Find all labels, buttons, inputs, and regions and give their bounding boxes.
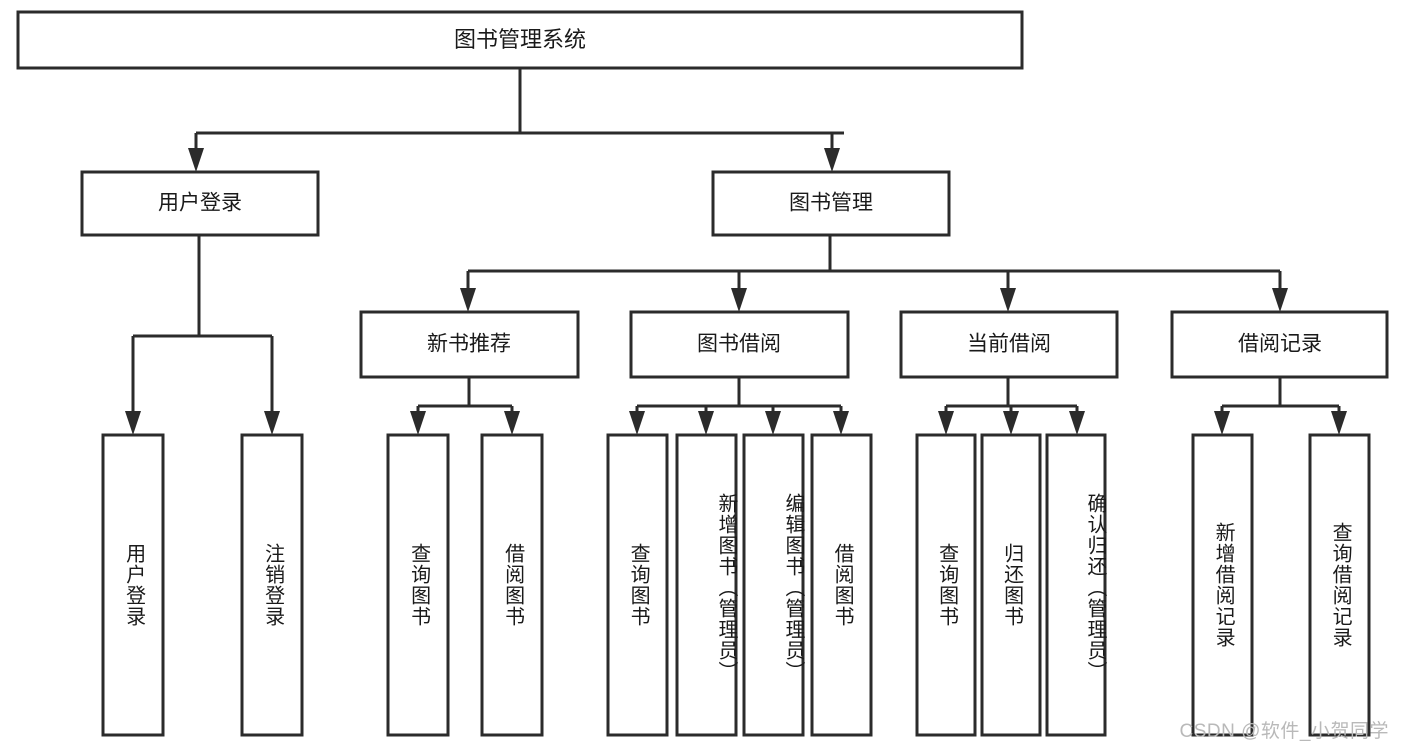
leaf-box[interactable]	[1191, 433, 1254, 737]
node-user-login-label: 用户登录	[158, 192, 242, 215]
connector-bookborrow-to-leaves	[629, 377, 849, 435]
node-book-borrow-label: 图书借阅	[697, 333, 781, 356]
leaf-box[interactable]	[742, 433, 805, 737]
node-root-label: 图书管理系统	[454, 27, 586, 52]
connector-newbook-to-leaves	[410, 377, 520, 435]
node-root[interactable]: 图书管理系统	[16, 10, 1024, 70]
leaf-box[interactable]	[480, 433, 544, 737]
leaf-boxes-current-borrow	[915, 433, 1107, 737]
node-new-book-recommend[interactable]: 新书推荐	[359, 310, 580, 379]
leaf-boxes-user-login	[101, 433, 304, 737]
node-new-book-recommend-label: 新书推荐	[427, 333, 511, 356]
leaf-box[interactable]	[1308, 433, 1371, 737]
leaf-box[interactable]	[386, 433, 450, 737]
connector-root-to-level2	[188, 68, 844, 172]
node-borrow-record[interactable]: 借阅记录	[1170, 310, 1389, 379]
leaf-box[interactable]	[240, 433, 304, 737]
leaf-box[interactable]	[101, 433, 165, 737]
connector-bookmanage-to-level3	[460, 235, 1288, 312]
leaf-box[interactable]	[675, 433, 738, 737]
leaf-box[interactable]	[980, 433, 1042, 737]
node-book-management[interactable]: 图书管理	[711, 170, 951, 237]
node-user-login[interactable]: 用户登录	[80, 170, 320, 237]
watermark-text: CSDN @软件_小贺同学	[1179, 721, 1389, 742]
node-book-management-label: 图书管理	[789, 192, 873, 215]
connector-currentborrow-to-leaves	[938, 377, 1085, 435]
node-current-borrow[interactable]: 当前借阅	[899, 310, 1119, 379]
connector-borrowrecord-to-leaves	[1214, 377, 1347, 435]
leaf-box[interactable]	[810, 433, 873, 737]
leaf-boxes-book-borrow	[606, 433, 873, 737]
leaf-boxes-new-book-recommend	[386, 433, 544, 737]
leaf-box[interactable]	[606, 433, 669, 737]
node-book-borrow[interactable]: 图书借阅	[629, 310, 850, 379]
node-current-borrow-label: 当前借阅	[967, 333, 1051, 356]
leaf-box[interactable]	[1045, 433, 1107, 737]
node-borrow-record-label: 借阅记录	[1238, 333, 1322, 356]
connector-userlogin-to-leaves	[125, 235, 280, 435]
leaf-boxes-borrow-record	[1191, 433, 1371, 737]
leaf-box[interactable]	[915, 433, 977, 737]
